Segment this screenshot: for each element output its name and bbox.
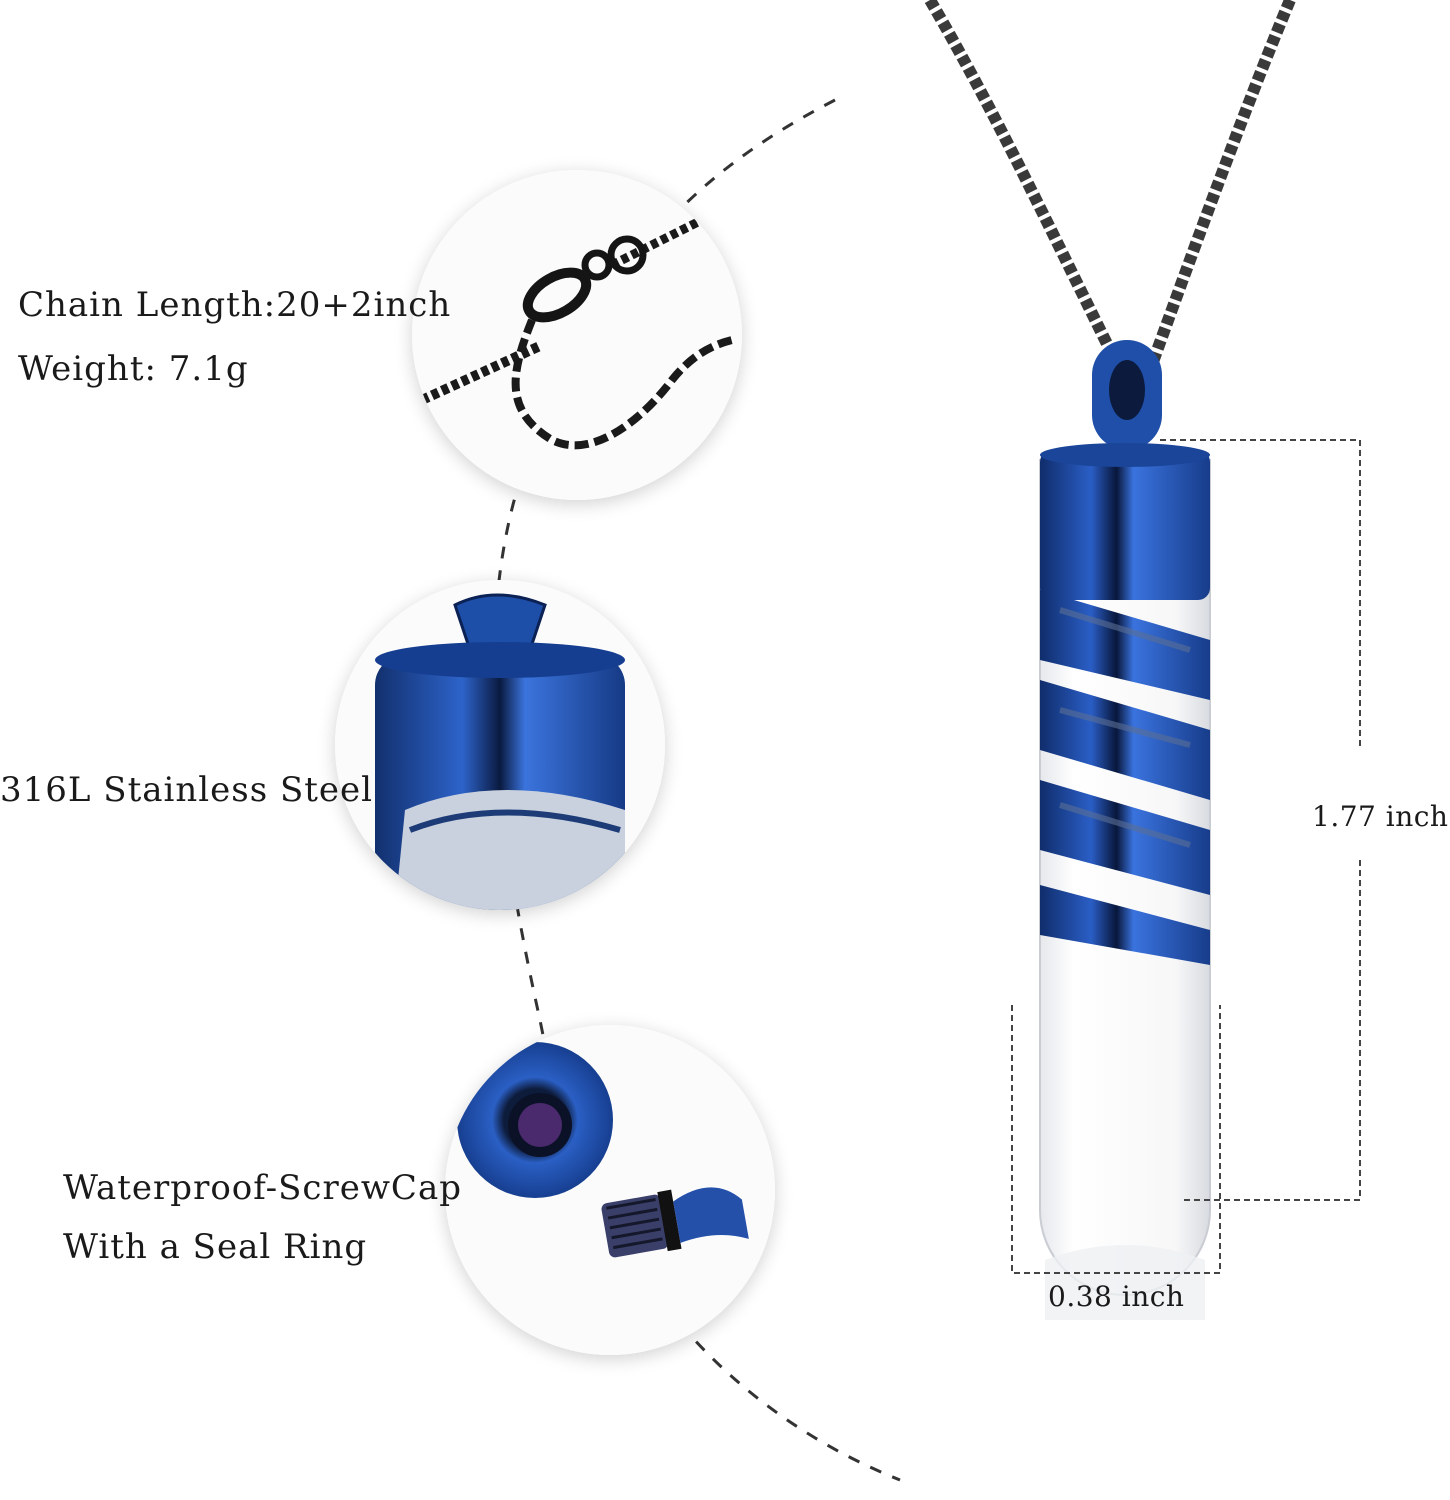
height-dimension-label: 1.77 inch — [1312, 800, 1449, 833]
seal-ring-label: With a Seal Ring — [63, 1227, 368, 1267]
weight-label: Weight: 7.1g — [18, 349, 249, 389]
chain-length-label: Chain Length:20+2inch — [18, 285, 452, 325]
screw-cap-label: Waterproof-ScrewCap — [63, 1168, 462, 1208]
width-dimension-label: 0.38 inch — [1048, 1280, 1185, 1313]
chain-clasp-image — [412, 170, 742, 500]
pendant-cap-image — [335, 580, 665, 910]
screw-cap-image — [445, 1025, 775, 1355]
material-label: 316L Stainless Steel — [0, 770, 374, 810]
